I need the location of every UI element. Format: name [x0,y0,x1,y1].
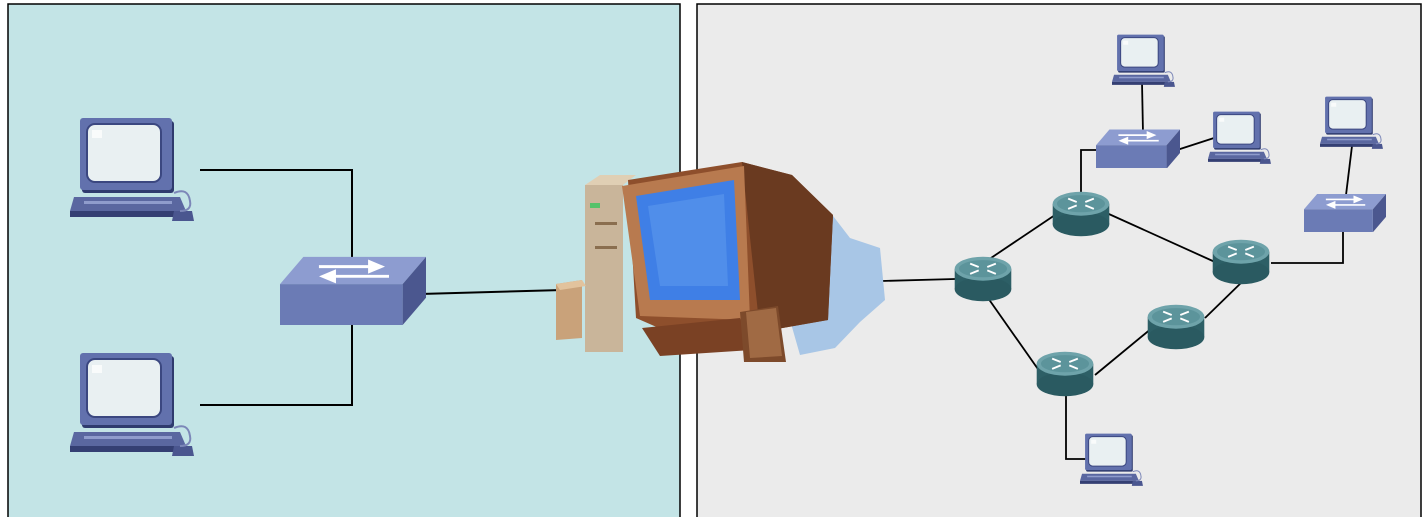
switch-icon [280,257,426,325]
router-icon [1053,192,1110,237]
router-icon [955,257,1012,302]
router-icon [1213,240,1270,285]
switch-icon [1304,194,1386,232]
router-icon [1037,352,1094,397]
router-icon [1148,305,1205,350]
link-switch-top-workstation-top [1142,82,1143,133]
switch-icon [1096,130,1180,169]
